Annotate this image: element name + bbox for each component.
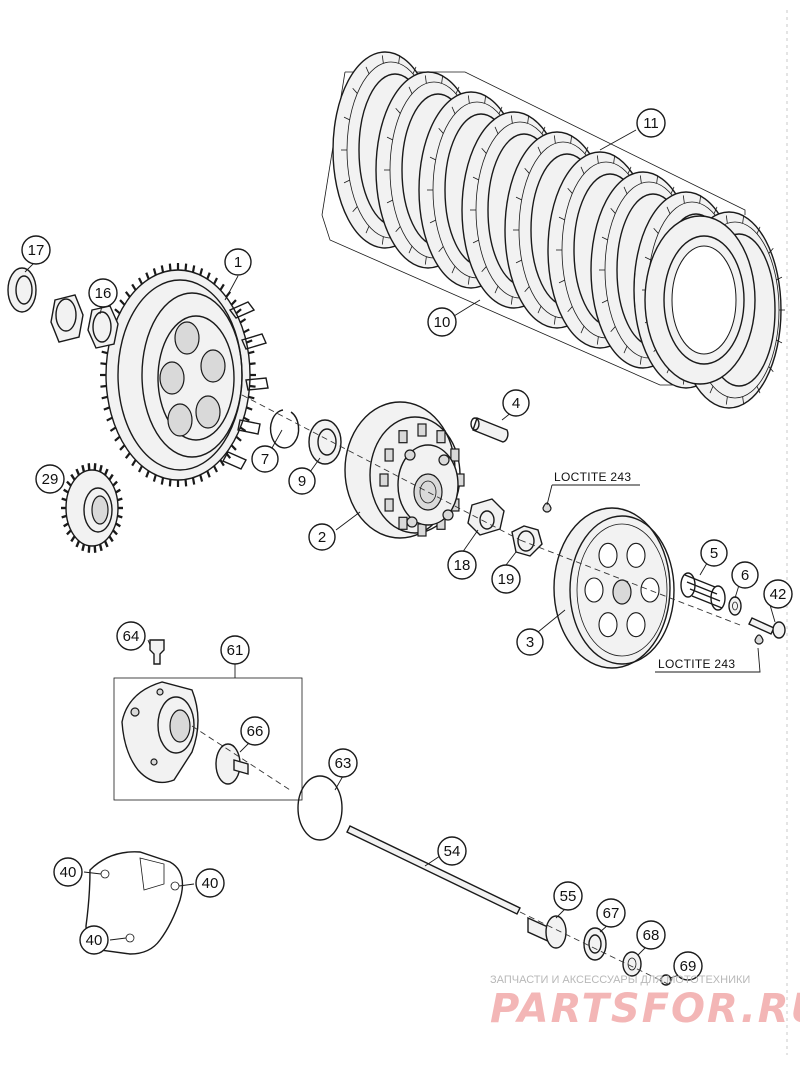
loctite-drop-bottom <box>754 634 764 645</box>
spring-washer-6 <box>728 596 742 616</box>
pushpiece-55 <box>527 915 567 949</box>
callout-label: 40 <box>86 932 103 949</box>
callout-label: 67 <box>603 905 620 922</box>
callout-label: 29 <box>42 471 59 488</box>
loctite-drop-top <box>542 502 552 513</box>
callout-label: 55 <box>560 888 577 905</box>
explode-axis-lower <box>191 725 291 791</box>
callout-55: 55 <box>553 881 583 911</box>
callout-18: 18 <box>447 550 477 580</box>
callout-label: 68 <box>643 927 660 944</box>
piston-66 <box>215 743 249 785</box>
callout-68: 68 <box>636 920 666 950</box>
callout-label: 54 <box>444 843 461 860</box>
callout-label: 61 <box>227 642 244 659</box>
callout-64: 64 <box>116 621 146 651</box>
primary-gear-29 <box>61 463 123 553</box>
callout-1: 1 <box>224 248 252 276</box>
callout-label: 2 <box>318 529 326 546</box>
callout-label: 19 <box>498 571 515 588</box>
callout-7: 7 <box>251 445 279 473</box>
callout-16: 16 <box>88 278 118 308</box>
callout-19: 19 <box>491 564 521 594</box>
callout-40-b: 40 <box>195 868 225 898</box>
callout-10: 10 <box>427 307 457 337</box>
callout-3: 3 <box>516 628 544 656</box>
watermark-subtitle: ЗАПЧАСТИ И АКСЕССУАРЫ ДЛЯ МОТОТЕХНИКИ <box>490 974 750 986</box>
callout-label: 63 <box>335 755 352 772</box>
callout-label: 40 <box>202 875 219 892</box>
callout-69: 69 <box>673 951 703 981</box>
explode-axis-pushrod <box>519 911 671 986</box>
ball-69 <box>660 974 672 986</box>
needle-bearing-67 <box>583 927 607 961</box>
callout-2: 2 <box>308 523 336 551</box>
callout-label: 7 <box>261 451 269 468</box>
gasket-40 <box>85 851 184 955</box>
callout-label: 10 <box>434 314 451 331</box>
callout-label: 42 <box>770 586 787 603</box>
watermark-brand: PARTSFOR.RU <box>490 986 800 1032</box>
callout-label: 40 <box>60 864 77 881</box>
o-ring-63 <box>297 775 343 841</box>
explode-axis-upper <box>241 394 521 541</box>
callout-40-c: 40 <box>79 925 109 955</box>
needle-bearing-16 <box>50 294 119 349</box>
callout-63: 63 <box>328 748 358 778</box>
callout-66: 66 <box>240 716 270 746</box>
callout-9: 9 <box>288 467 316 495</box>
callout-label: 4 <box>512 395 520 412</box>
callout-label: 5 <box>710 545 718 562</box>
pushrod-54 <box>346 825 521 915</box>
thrust-washer-17 <box>7 267 37 313</box>
bleed-screw-64 <box>149 639 165 665</box>
pushrod-pin-4 <box>470 417 509 443</box>
callout-label: 6 <box>741 567 749 584</box>
pressure-plate-3 <box>553 507 675 669</box>
inner-clutch-hub-2 <box>344 401 465 539</box>
callout-61: 61 <box>220 635 250 665</box>
callout-label: 11 <box>643 115 659 132</box>
washer-9 <box>308 419 342 465</box>
lock-washer-18 <box>467 498 505 536</box>
callout-17: 17 <box>21 235 51 265</box>
callout-label: 9 <box>298 473 306 490</box>
callout-29: 29 <box>35 464 65 494</box>
callout-42: 42 <box>763 579 793 609</box>
loctite-annotation-bottom: LOCTITE 243 <box>658 657 735 671</box>
spring-bolt-42 <box>748 617 786 639</box>
callout-6: 6 <box>731 561 759 589</box>
callout-5: 5 <box>700 539 728 567</box>
clutch-disc-front <box>644 215 756 385</box>
hub-nut-19 <box>511 525 543 557</box>
washer-68 <box>622 951 642 977</box>
callout-label: 18 <box>454 557 471 574</box>
callout-label: 69 <box>680 958 697 975</box>
callout-67: 67 <box>596 898 626 928</box>
clutch-spring-5 <box>680 572 726 611</box>
callout-label: 16 <box>95 285 112 302</box>
clutch-disc-stack <box>321 51 785 409</box>
callout-54: 54 <box>437 836 467 866</box>
slave-cylinder-group-61 <box>113 677 303 801</box>
clutch-basket <box>100 263 269 487</box>
callout-label: 3 <box>526 634 534 651</box>
callout-label: 1 <box>234 254 242 271</box>
callout-11: 11 <box>636 108 666 138</box>
callout-4: 4 <box>502 389 530 417</box>
loctite-annotation-top: LOCTITE 243 <box>554 470 631 484</box>
callout-label: 17 <box>28 242 45 259</box>
callout-40-a: 40 <box>53 857 83 887</box>
callout-label: 66 <box>247 723 264 740</box>
callout-label: 64 <box>123 628 140 645</box>
